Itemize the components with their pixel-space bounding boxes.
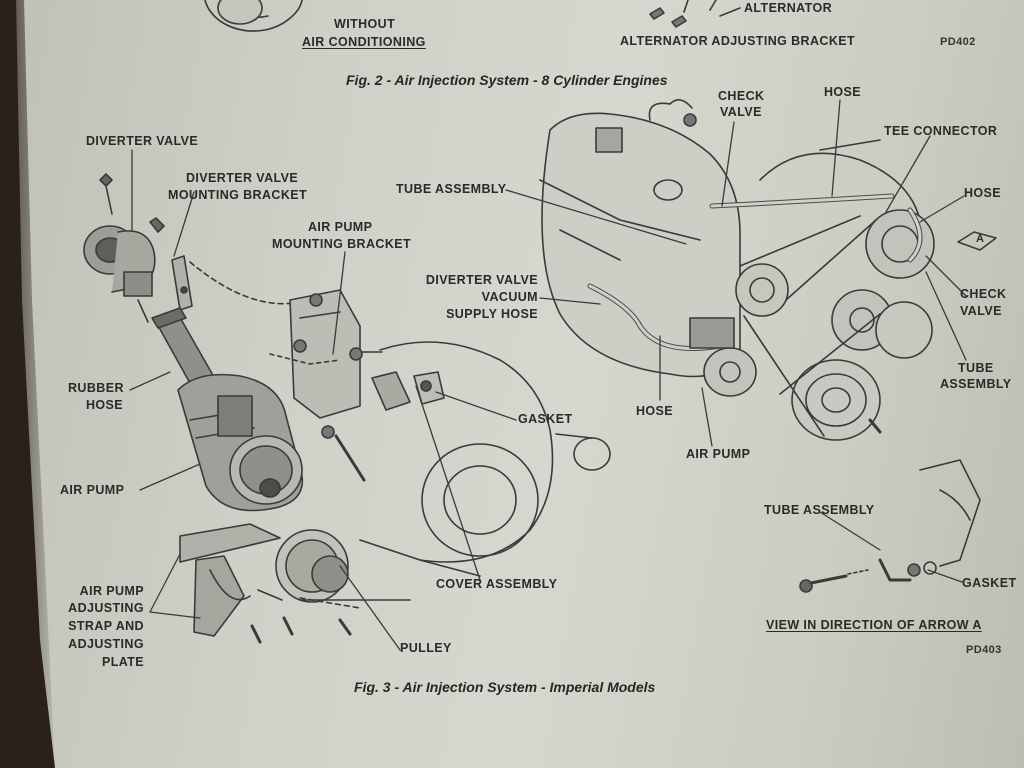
fig2-caption: Fig. 2 - Air Injection System - 8 Cylind… bbox=[346, 72, 668, 88]
label-arrow-a: A bbox=[976, 233, 985, 245]
label-hose-bottom: HOSE bbox=[636, 404, 674, 418]
label-diverter-vacuum-3: SUPPLY HOSE bbox=[446, 307, 538, 321]
label-hose-top: HOSE bbox=[824, 85, 862, 99]
air-pump-drawing bbox=[177, 373, 304, 512]
label-hose-left: HOSE bbox=[86, 398, 124, 412]
pulley-drawing bbox=[275, 529, 411, 636]
pump-mounting-bracket-drawing bbox=[269, 289, 383, 482]
hoses-right bbox=[587, 193, 923, 351]
label-diverter-vacuum-2: VACUUM bbox=[481, 290, 538, 304]
label-air-pump-bracket-1: AIR PUMP bbox=[308, 220, 373, 234]
label-diverter-valve-bracket-2: MOUNTING BRACKET bbox=[168, 188, 308, 202]
diverter-valve-bracket-drawing bbox=[171, 255, 301, 311]
label-gasket-mid: GASKET bbox=[518, 412, 573, 426]
label-diverter-valve: DIVERTER VALVE bbox=[86, 134, 199, 148]
engine-right-drawing bbox=[539, 99, 921, 378]
fig2-bolts bbox=[649, 0, 741, 28]
leader-lines bbox=[129, 99, 967, 651]
label-alternator-adjusting-bracket: ALTERNATOR ADJUSTING BRACKET bbox=[620, 34, 856, 48]
label-check-top-1: CHECK bbox=[718, 89, 765, 103]
label-gasket-inset: GASKET bbox=[962, 576, 1017, 590]
label-adjusting-2: ADJUSTING bbox=[68, 601, 144, 615]
label-tee-connector: TEE CONNECTOR bbox=[884, 124, 998, 138]
fig3-code: PD403 bbox=[966, 644, 1002, 656]
label-valve-top-2: VALVE bbox=[720, 105, 762, 119]
label-assembly-right-2: ASSEMBLY bbox=[940, 377, 1012, 391]
diverter-valve-drawing bbox=[83, 173, 165, 323]
label-adjusting-5: PLATE bbox=[101, 655, 144, 669]
label-check-right-1: CHECK bbox=[960, 287, 1007, 301]
label-air-conditioning: AIR CONDITIONING bbox=[302, 35, 426, 49]
inset-view-drawing bbox=[799, 459, 981, 593]
label-tube-assembly-inset: TUBE ASSEMBLY bbox=[764, 503, 875, 517]
label-alternator: ALTERNATOR bbox=[744, 1, 833, 15]
label-valve-right-2: VALVE bbox=[960, 304, 1002, 318]
label-adjusting-3: STRAP AND bbox=[68, 619, 144, 633]
label-adjusting-1: AIR PUMP bbox=[79, 584, 144, 598]
engine-block-outline-left bbox=[359, 341, 611, 577]
label-pulley: PULLEY bbox=[400, 641, 452, 655]
fig2-pulley-fragment bbox=[204, 0, 303, 32]
arrow-a-drawing bbox=[957, 231, 997, 251]
label-hose-right: HOSE bbox=[964, 186, 1002, 200]
label-tube-right-1: TUBE bbox=[958, 361, 994, 375]
label-air-pump-left: AIR PUMP bbox=[60, 483, 125, 497]
label-tube-assembly-top: TUBE ASSEMBLY bbox=[396, 182, 507, 196]
label-air-pump-right: AIR PUMP bbox=[686, 447, 751, 461]
adjusting-plate-drawing bbox=[179, 523, 294, 644]
label-without: WITHOUT bbox=[334, 17, 396, 31]
label-diverter-valve-bracket-1: DIVERTER VALVE bbox=[186, 171, 299, 185]
label-rubber: RUBBER bbox=[68, 381, 124, 395]
label-view-arrow-a: VIEW IN DIRECTION OF ARROW A bbox=[766, 618, 982, 632]
fig3-caption: Fig. 3 - Air Injection System - Imperial… bbox=[354, 679, 656, 695]
label-air-pump-bracket-2: MOUNTING BRACKET bbox=[272, 237, 412, 251]
label-cover-assembly: COVER ASSEMBLY bbox=[436, 577, 558, 591]
label-adjusting-4: ADJUSTING bbox=[68, 637, 144, 651]
gasket-cover-drawing bbox=[371, 371, 445, 411]
fig2-code: PD402 bbox=[940, 36, 976, 48]
label-diverter-vacuum-1: DIVERTER VALVE bbox=[425, 273, 538, 287]
